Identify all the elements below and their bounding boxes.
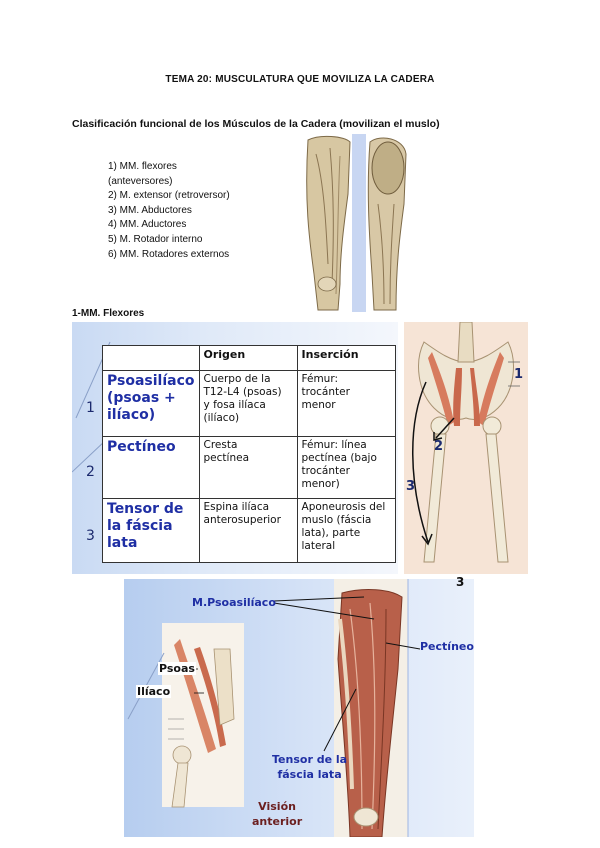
- label-pectineo: Pectíneo: [420, 640, 474, 653]
- table-header-row: Origen Inserción: [102, 345, 396, 371]
- classification-list: 1) MM. flexores (anteversores) 2) M. ext…: [108, 160, 230, 262]
- header-insercion: Inserción: [296, 345, 396, 371]
- list-item: 1) MM. flexores: [108, 161, 177, 172]
- row-number: 2: [86, 464, 95, 480]
- muscle-name: Psoasilíaco(psoas +ilíaco): [102, 370, 200, 437]
- anterior-illustration: [127, 579, 421, 837]
- header-origen: Origen: [198, 345, 298, 371]
- hip-skeleton-illustration: 1 2 3: [406, 321, 523, 563]
- leg-muscles-illustration: [306, 134, 407, 312]
- list-item: (anteversores): [108, 175, 173, 187]
- label-iliaco: Ilíaco: [136, 685, 172, 698]
- label-psoasiliaco: M.Psoasilíaco: [192, 596, 276, 609]
- label-tensor-fascia-lata: Tensor de la fáscia lata: [272, 753, 348, 781]
- list-item: 3) MM. Abductores: [108, 204, 192, 216]
- list-item: 2) M. extensor (retroversor): [108, 190, 230, 202]
- muscle-name: Pectíneo: [102, 436, 200, 499]
- list-item: 5) M. Rotador interno: [108, 233, 203, 245]
- list-item: 6) MM. Rotadores externos: [108, 248, 230, 260]
- row-number: 1: [86, 400, 95, 416]
- row-number: 3: [86, 528, 95, 544]
- muscle-table: Origen Inserción Psoasilíaco(psoas +ilía…: [102, 345, 396, 563]
- section-heading: 1-MM. Flexores: [72, 308, 145, 319]
- page-subtitle: Clasificación funcional de los Músculos …: [72, 118, 440, 130]
- label-psoas: Psoas: [158, 662, 196, 675]
- label-vision-anterior: Visión anterior: [252, 800, 303, 828]
- list-item: 4) MM. Aductores: [108, 219, 187, 231]
- anterior-view-slide: 3 M.Psoasilíaco Pectíneo Psoas Ilíaco Te: [124, 575, 474, 837]
- header-empty: [102, 345, 200, 371]
- hip-label-3: 3: [406, 479, 415, 494]
- hip-label-1: 1: [514, 367, 523, 382]
- hip-skeleton-figure: 1 2 3: [404, 321, 528, 574]
- corner-number: 3: [456, 575, 465, 589]
- hip-label-2: 2: [434, 439, 443, 454]
- flexors-table-slide: 1 2 3 Origen Inserción Psoasilíaco(psoas…: [72, 322, 398, 574]
- page-title: TEMA 20: MUSCULATURA QUE MOVILIZA LA CAD…: [165, 74, 435, 85]
